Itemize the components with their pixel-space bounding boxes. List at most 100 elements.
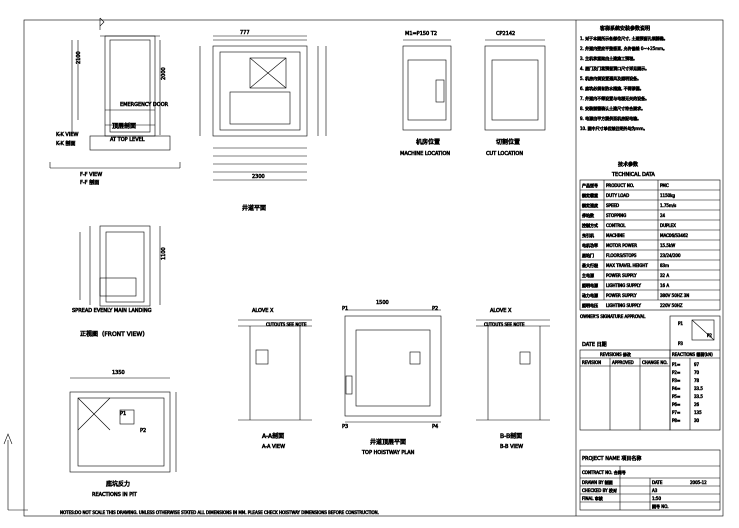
ff-view-sub1: F-F VIEW [80, 172, 102, 178]
reaction-key: P1= [672, 362, 680, 367]
bb-view-title-en: B-B VIEW [500, 444, 523, 450]
note-3: 3. 主机承重梁由土建施工预埋。 [580, 55, 637, 61]
tech-row-val: 32 A [660, 273, 669, 278]
tech-row-cn: 控制方式 [582, 222, 598, 228]
contract-no: CONTRACT NO. 合同号 [582, 469, 626, 475]
tech-row-val: MAC06/S3462 [660, 233, 689, 238]
tech-row-cn: 曳引机 [582, 232, 594, 238]
pit-p2: P2 [140, 428, 146, 434]
revision-date-label: DATE 日期 [582, 342, 607, 348]
tech-row-cn: 层站门 [582, 252, 594, 258]
title-scale: 1:50 [652, 496, 661, 501]
tech-row-val: 83m [660, 263, 669, 268]
top-hoistway-p4: P4 [432, 424, 438, 430]
cut-location-view [484, 39, 546, 131]
tech-row-val: 1150kg [660, 193, 675, 198]
aa-view-title-en: A-A VIEW [262, 444, 285, 450]
tech-row-en: DUTY LOAD [606, 193, 629, 198]
notes-title: 客梯系统安装参数说明 [600, 25, 650, 32]
tech-row-cn: 额定速度 [582, 202, 598, 208]
revisions-col: REVISION [582, 360, 601, 365]
machine-dim: M1=P150 T2 [405, 31, 437, 37]
top-hoistway-title-en: TOP HOISTWAY PLAN [361, 450, 415, 456]
hoistway-plan-title: 井道平面 [242, 204, 266, 212]
revisions-col: CHANGE NO. [642, 360, 668, 365]
final-approval: FINAL 审核 [582, 495, 603, 501]
reactions-table [669, 315, 721, 431]
tech-data-title: TECHNICAL DATA [611, 172, 655, 178]
tech-row-val: 24 [660, 213, 666, 218]
machine-location-title-en: MACHINE LOCATION [400, 151, 450, 157]
bb-view [476, 319, 550, 421]
tech-row-en: MACHINE [606, 233, 625, 238]
tech-row-val: 1.75m/s [660, 203, 676, 208]
tech-row-cn: 额定载重 [582, 192, 598, 198]
tech-row-val: DUPLEX [660, 223, 676, 228]
cut-dim: CP2142 [496, 31, 515, 37]
reaction-val: 70 [694, 370, 700, 375]
tech-row-en: STOPPING [606, 213, 626, 218]
reactions-pit-title-en: REACTIONS IN PIT [92, 492, 138, 498]
hoistway-dim-bottom: 2300 [252, 174, 265, 180]
reaction-key: P2= [672, 370, 680, 375]
tech-row-val: 220V 50HZ [660, 303, 683, 308]
tech-row-val: 380V 50HZ 3N [660, 293, 689, 298]
hoistway-dim-top: 777 [240, 30, 250, 36]
reactions-legend: P3 [678, 341, 683, 346]
reaction-val: 26 [694, 402, 700, 407]
top-hoistway-title-cn: 井道顶层平面 [370, 438, 406, 446]
tech-row-cn: 照明电源 [582, 282, 598, 288]
tech-row-cn: 照明电压 [582, 302, 598, 308]
top-hoistway-plan [344, 309, 442, 423]
tech-row-en: FLOORS/STOPS [606, 253, 637, 258]
note-10: 10. 图中尺寸单位除注明外均为mm。 [580, 125, 647, 131]
aa-view-cutouts: CUTOUTS SEE NOTE [266, 322, 307, 327]
tech-row-en: LIGHTING SUPPLY [606, 303, 641, 308]
bb-view-cutouts: CUTOUTS SEE NOTE [484, 322, 525, 327]
reaction-val: 78 [694, 378, 700, 383]
title-sheet-no: 图号 NO. [652, 503, 669, 509]
cut-location-title-en: CUT LOCATION [486, 151, 523, 157]
pit-p1: P1 [120, 411, 126, 417]
tech-row-cn: 产品型号 [582, 182, 598, 188]
reaction-key: P4= [672, 386, 680, 391]
front-view-note: SPREAD EVENLY MAIN LANDING [72, 308, 152, 314]
note-6: 6. 底坑必须有防水措施, 不得渗漏。 [580, 85, 644, 91]
note-2: 2. 井道内壁应平整垂直, 允许偏差 0~+25mm。 [580, 45, 667, 51]
machine-location-title-cn: 机房位置 [416, 138, 440, 146]
tech-data-footer: OWNER'S SIGNATURE APPROVAL [580, 314, 646, 319]
machine-location-view [402, 39, 452, 131]
reaction-key: P3= [672, 378, 680, 383]
tech-row-val: PMC [660, 183, 669, 188]
reaction-key: P7= [672, 410, 680, 415]
note-8: 8. 安装前需确认土建尺寸符合要求。 [580, 105, 645, 111]
tech-row-en: POWER SUPPLY [606, 293, 637, 298]
kk-view-title-en: AT TOP LEVEL [110, 137, 145, 143]
title-date-label: DATE [652, 480, 663, 485]
tech-row-cn: 电机功率 [582, 242, 598, 248]
reactions-pit-view [69, 377, 177, 473]
reactions-header: REACTIONS 载荷(kN) [672, 351, 713, 357]
pit-dim: 1350 [112, 370, 125, 376]
tech-row-cn: 最大行程 [582, 262, 598, 268]
cut-location-title-cn: 切割位置 [496, 138, 520, 146]
aa-view-header: ALOVE X [252, 308, 274, 314]
tech-row-en: MAX TRAVEL HEIGHT [606, 263, 648, 268]
note-9: 9. 电源由甲方提供至机房配电箱。 [580, 115, 641, 121]
tech-data-title-cn: 技术参数 [618, 161, 638, 168]
ff-view-marker [49, 162, 181, 169]
aa-view [238, 319, 312, 421]
kk-view [71, 17, 171, 151]
title-block [579, 449, 721, 511]
kk-view-sub2: K-K 剖面 [56, 140, 75, 147]
drawn-by: DRAWN BY 制图 [582, 479, 613, 485]
reaction-key: P8= [672, 418, 680, 423]
note-7: 7. 井道内不得设置与电梯无关的设备。 [580, 95, 649, 101]
tech-row-cn: 主电源 [582, 272, 594, 278]
project-name: PROJECT NAME 项目名称 [582, 455, 641, 462]
front-dim: 1100 [161, 247, 167, 260]
hoistway-plan [199, 35, 327, 181]
tech-row-cn: 停站数 [582, 212, 594, 218]
revisions-col: APPROVED [612, 360, 634, 365]
